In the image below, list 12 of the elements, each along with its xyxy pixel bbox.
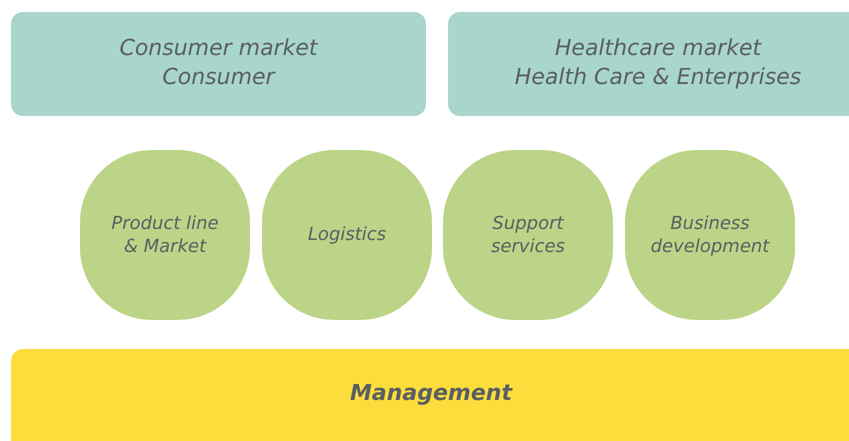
management-bar <box>11 349 849 441</box>
circle-label: Support services <box>490 212 566 258</box>
circle-label: Business development <box>650 212 771 258</box>
market-box <box>448 12 849 116</box>
box-heading: Healthcare market <box>554 35 762 64</box>
market-box <box>11 12 426 116</box>
bar-label: Management <box>350 380 512 408</box>
box-subheading: Consumer <box>162 64 275 92</box>
circle-label: Product line & Market <box>110 212 220 258</box>
box-heading: Consumer market <box>119 35 318 64</box>
circle-label: Logistics <box>308 223 386 247</box>
box-subheading: Health Care & Enterprises <box>514 64 802 92</box>
